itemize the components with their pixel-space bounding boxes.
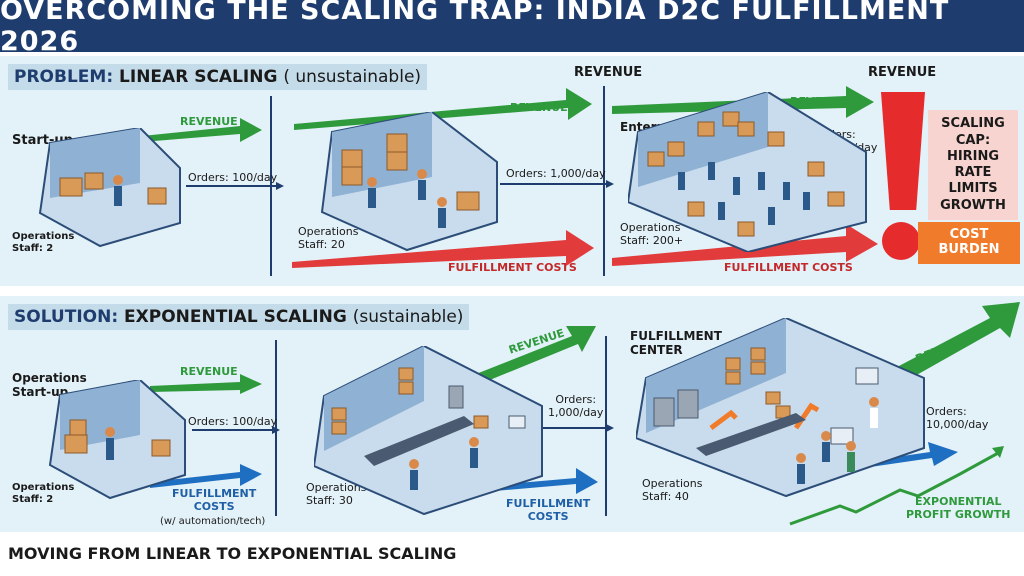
problem-connector-arrow-2 [606, 180, 614, 188]
warning-exclamation-dot [882, 222, 920, 260]
problem-cost-arrow-2 [292, 230, 594, 268]
solution-label-keyword: SOLUTION: [14, 307, 119, 327]
solution-automated-room [314, 346, 543, 516]
problem-revenue-arrow-2 [294, 88, 592, 130]
solution-revenue-arrow-3 [880, 302, 1020, 390]
solution-connector-arrow-2 [606, 424, 614, 432]
solution-revenue-arrow-2 [476, 326, 596, 384]
solution-stage2-orders: Orders: 1,000/day [548, 393, 604, 419]
problem-enterprise-room [628, 92, 867, 252]
solution-stage1-name: Operations Start-up [12, 371, 87, 399]
solution-stage3-orders: Orders: 10,000/day [926, 405, 989, 431]
solution-stage1-revenue: REVENUE [180, 365, 238, 378]
scaling-cap-note: SCALING CAP: HIRING RATE LIMITS GROWTH [928, 110, 1018, 220]
solution-profit-arrowhead [992, 446, 1004, 458]
solution-stage3-staff: Operations Staff: 40 [642, 477, 703, 503]
problem-top-revenue-1: REVENUE [574, 65, 643, 80]
problem-connector-arrow-1 [276, 182, 284, 190]
solution-stage1-orders: Orders: 100/day [188, 415, 278, 428]
problem-stage2-costs: FULFILLMENT COSTS [448, 261, 577, 274]
problem-revenue-arrow-1 [142, 118, 262, 142]
problem-label-note: ( unsustainable) [283, 67, 422, 87]
solution-cost-arrow-1 [150, 464, 262, 488]
solution-stage1-costs-note: (w/ automation/tech) [160, 516, 266, 527]
solution-stage1-costs: FULFILLMENT COSTS [172, 487, 257, 513]
cost-burden-badge: COST BURDEN [918, 222, 1020, 264]
problem-divider-2 [603, 86, 605, 276]
solution-startup-room [48, 380, 186, 500]
problem-section-label: PROBLEM: LINEAR SCALING ( unsustainable) [8, 64, 428, 90]
problem-stage2-staff: Operations Staff: 20 [298, 225, 359, 251]
problem-startup-room [38, 128, 181, 248]
solution-stage1-staff: Operations Staff: 2 [12, 482, 75, 505]
solution-stage3-profit: EXPONENTIAL PROFIT GROWTH [906, 495, 1011, 521]
problem-stage1-revenue: REVENUE [180, 115, 238, 128]
problem-midsize-room [320, 112, 498, 252]
solution-stage2-costs: FULFILLMENT COSTS [506, 497, 591, 523]
problem-stage2-orders: Orders: 1,000/day [506, 167, 606, 180]
solution-connector-arrow-1 [272, 426, 280, 434]
solution-revenue-arrow-1 [150, 374, 262, 394]
solution-stage3-name: FULFILLMENT CENTER [630, 329, 722, 357]
solution-label-title: EXPONENTIAL SCALING [124, 307, 347, 327]
problem-label-title: LINEAR SCALING [119, 67, 278, 87]
solution-label-note: (sustainable) [352, 307, 464, 327]
solution-profit-line [789, 450, 1001, 526]
footer-caption: MOVING FROM LINEAR TO EXPONENTIAL SCALIN… [8, 544, 457, 563]
problem-stage1-orders: Orders: 100/day [188, 171, 278, 184]
problem-label-keyword: PROBLEM: [14, 67, 114, 87]
problem-cost-arrow-3 [612, 224, 878, 266]
problem-stage3-costs: FULFILLMENT COSTS [724, 261, 853, 274]
solution-section-label: SOLUTION: EXPONENTIAL SCALING (sustainab… [8, 304, 470, 330]
problem-stage1-staff: Operations Staff: 2 [12, 231, 75, 254]
problem-top-revenue-2: REVENUE [868, 65, 937, 80]
problem-stage3-staff: Operations Staff: 200+ [620, 221, 684, 247]
solution-stage2-staff: Operations Staff: 30 [306, 481, 367, 507]
solution-fulfillment-center-room [636, 318, 925, 498]
page-title: OVERCOMING THE SCALING TRAP: INDIA D2C F… [0, 0, 1024, 57]
